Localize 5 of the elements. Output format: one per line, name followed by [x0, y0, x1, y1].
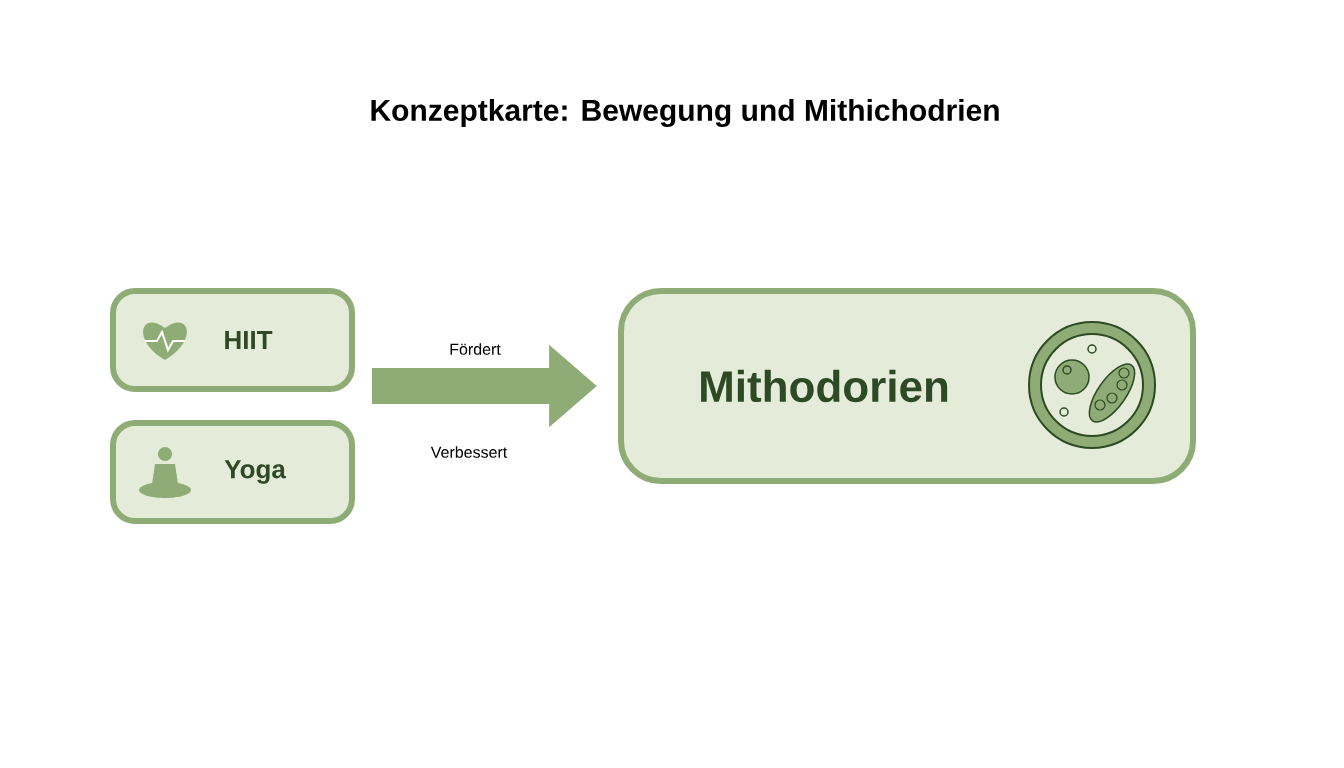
concept-box: Yoga [110, 420, 355, 524]
title: Konzeptkarte: Bewegung und Mithichodrien [371, 98, 999, 128]
arrow-caption: Verbessert [430, 446, 508, 458]
edge-label: Fördert [450, 343, 501, 355]
concept-box: HIIT [110, 288, 355, 392]
